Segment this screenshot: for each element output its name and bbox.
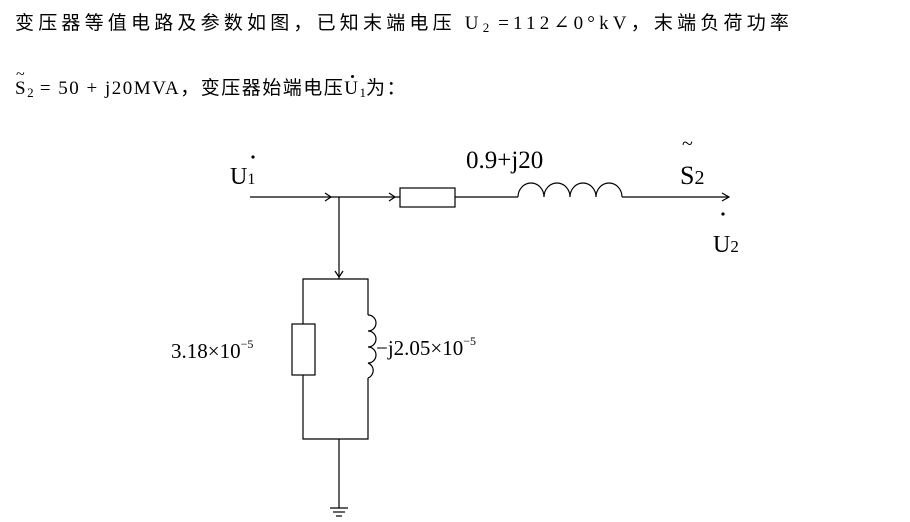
series-impedance-label: 0.9+j20 [466,147,543,174]
arrow-icon [324,192,333,202]
u1-symbol: U [344,75,360,99]
ground-icon [330,507,348,517]
arrow-icon [388,192,397,202]
u1-label: U1 [230,164,255,190]
phasor-dot [721,212,725,216]
u2-symbol: U2 [464,13,490,35]
arrow-icon [334,270,344,279]
problem-text: 为： [365,78,407,99]
problem-text: ，变压器始端电压 [180,78,345,99]
s2-value: = 50 + j20MVA [39,78,181,99]
problem-line-1: 变压器等值电路及参数如图，已知末端电压 U2 =112∠0°kV，末端负荷功率 [15,8,793,36]
phasor-dot [251,155,255,159]
shunt-inductor [367,314,377,379]
shunt-top-wire [302,278,369,315]
u2-value: =112∠0°kV [498,13,631,34]
tilde-mark: ~ [682,133,693,155]
u2-label: U2 [713,232,739,258]
shunt-resistor [291,323,316,376]
s2-label: S2 [680,161,704,190]
shunt-susceptance-label: −j2.05×10−5 [376,334,476,360]
shunt-bottom-wire [302,375,369,440]
series-resistor [399,187,456,208]
arrow-icon [721,192,731,202]
s2-symbol: S [15,66,27,100]
problem-text: ，末端负荷功率 [630,13,794,34]
problem-text: 变压器等值电路及参数如图，已知末端电压 [15,13,456,34]
shunt-conductance-label: 3.18×10−5 [171,337,253,363]
problem-line-2: S2 = 50 + j20MVA，变压器始端电压U1为： [15,66,407,101]
series-inductor [517,182,623,198]
